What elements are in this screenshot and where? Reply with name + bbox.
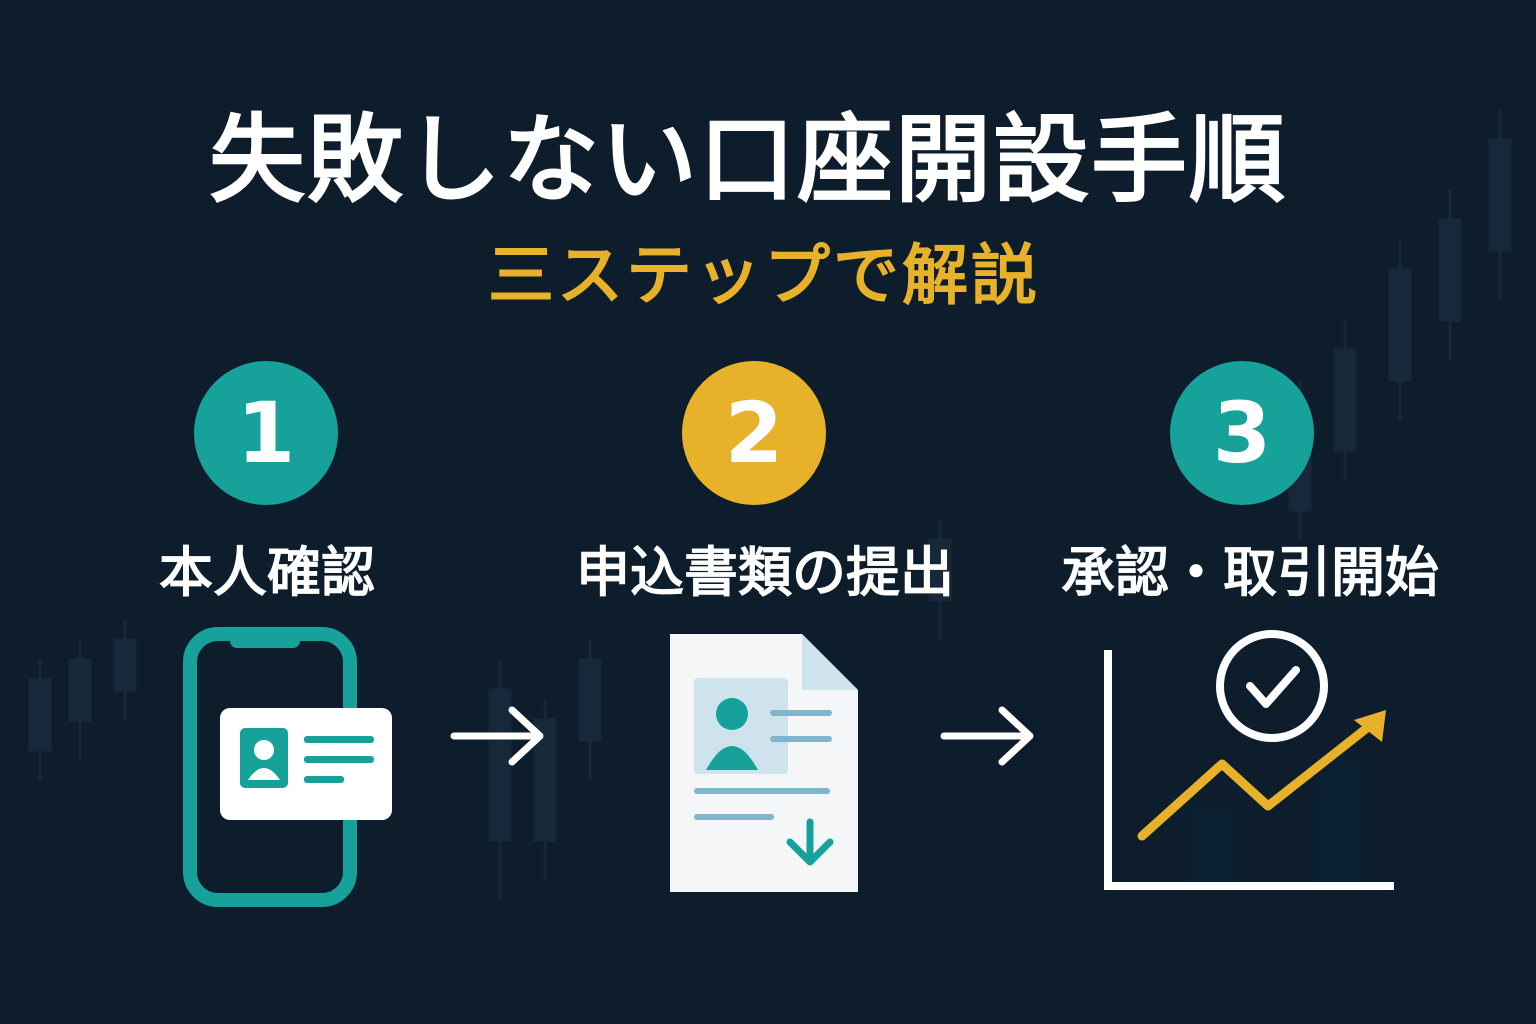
document-upload-icon (670, 634, 858, 892)
step-3-number: 3 (1212, 384, 1272, 482)
step-2-number: 2 (724, 384, 784, 482)
step-1-number: 1 (236, 384, 296, 482)
step-3-label: 承認・取引開始 (1061, 541, 1439, 604)
step-1-number-badge: 1 (194, 361, 338, 505)
page-title: 失敗しない口座開設手順 (209, 104, 1287, 216)
growth-chart-check-icon (1104, 630, 1394, 890)
step-2-label: 申込書類の提出 (576, 541, 954, 604)
phone-id-card-icon (183, 627, 392, 907)
arrow-right-icon (450, 706, 544, 766)
step-2-number-badge: 2 (682, 361, 826, 505)
step-1-label: 本人確認 (159, 541, 375, 604)
arrow-right-icon-2 (940, 706, 1034, 766)
page-subtitle: 三ステップで解説 (488, 237, 1040, 314)
step-3-number-badge: 3 (1170, 361, 1314, 505)
